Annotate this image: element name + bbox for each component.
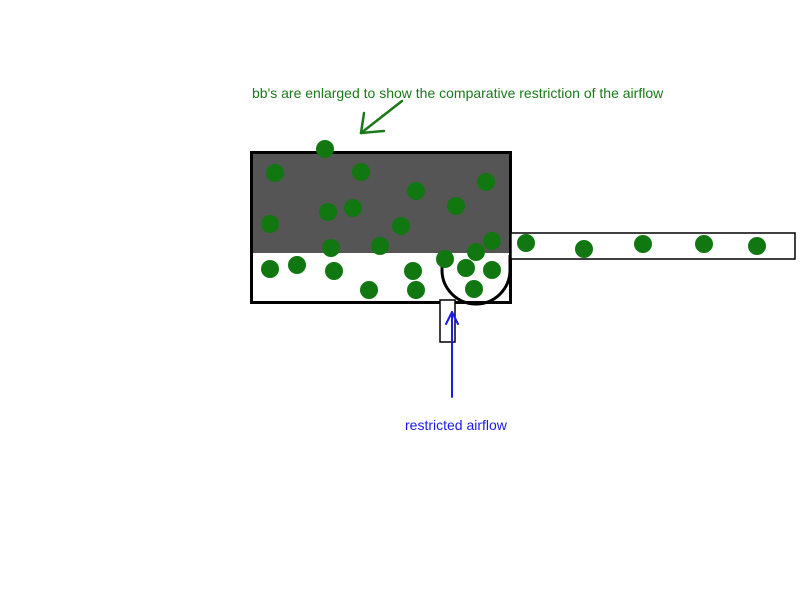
bottom-annotation: restricted airflow [405,417,508,433]
bb [371,237,389,255]
bb [465,280,483,298]
top-annotation: bb's are enlarged to show the comparativ… [252,85,664,101]
feed-pocket [440,255,512,306]
bb [404,262,422,280]
bb [322,239,340,257]
arrow-up-icon [445,311,459,398]
bb [288,256,306,274]
bb [316,140,334,158]
arrow-down-left-icon [359,99,404,135]
bb [517,234,535,252]
bb [575,240,593,258]
bb [447,197,465,215]
bb [319,203,337,221]
feed-tube [510,232,796,260]
bb [325,262,343,280]
bb [477,173,495,191]
bb [352,163,370,181]
hopper-outline [250,151,512,304]
bb [261,215,279,233]
bb [360,281,378,299]
bb [407,182,425,200]
bb [392,217,410,235]
bb [695,235,713,253]
bb [436,250,454,268]
bb-group [261,140,766,299]
bb [261,260,279,278]
bb [457,259,475,277]
bb [483,232,501,250]
hopper-dark-area [251,152,510,253]
bb [483,261,501,279]
bb [407,281,425,299]
bb [344,199,362,217]
bb [266,164,284,182]
bb [634,235,652,253]
bb [467,243,485,261]
bb [748,237,766,255]
